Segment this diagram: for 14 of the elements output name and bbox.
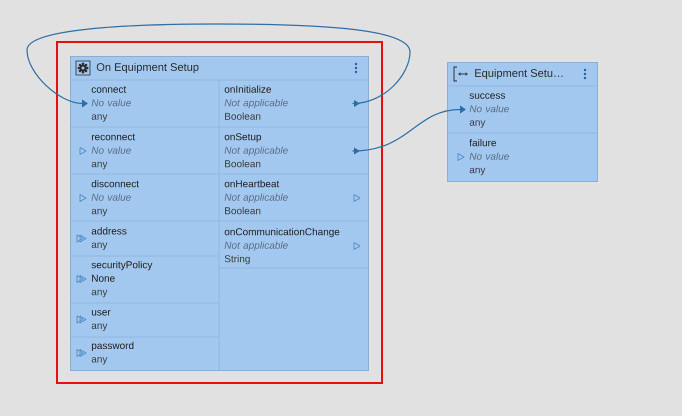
port-label: user any [92,310,111,331]
port-label: success No value any [470,93,509,128]
port-label: disconnect No value any [92,180,139,216]
port-label: reconnect No value any [92,134,136,170]
port-label: failure No value any [469,138,509,176]
port-label: onInitialize Not applicable Boolean [224,85,288,120]
port-label: securityPolicy None any [92,260,152,298]
port-label: password any [92,342,134,364]
connector [352,105,466,152]
port-label: onSetup Not applicable Boolean [224,133,288,168]
port-label: address any [92,227,126,250]
port-label: onCommunicationChange Not applicable String [224,228,340,264]
port-label: onHeartbeat Not applicable Boolean [224,180,288,214]
port-label: connect No value any [92,86,131,122]
